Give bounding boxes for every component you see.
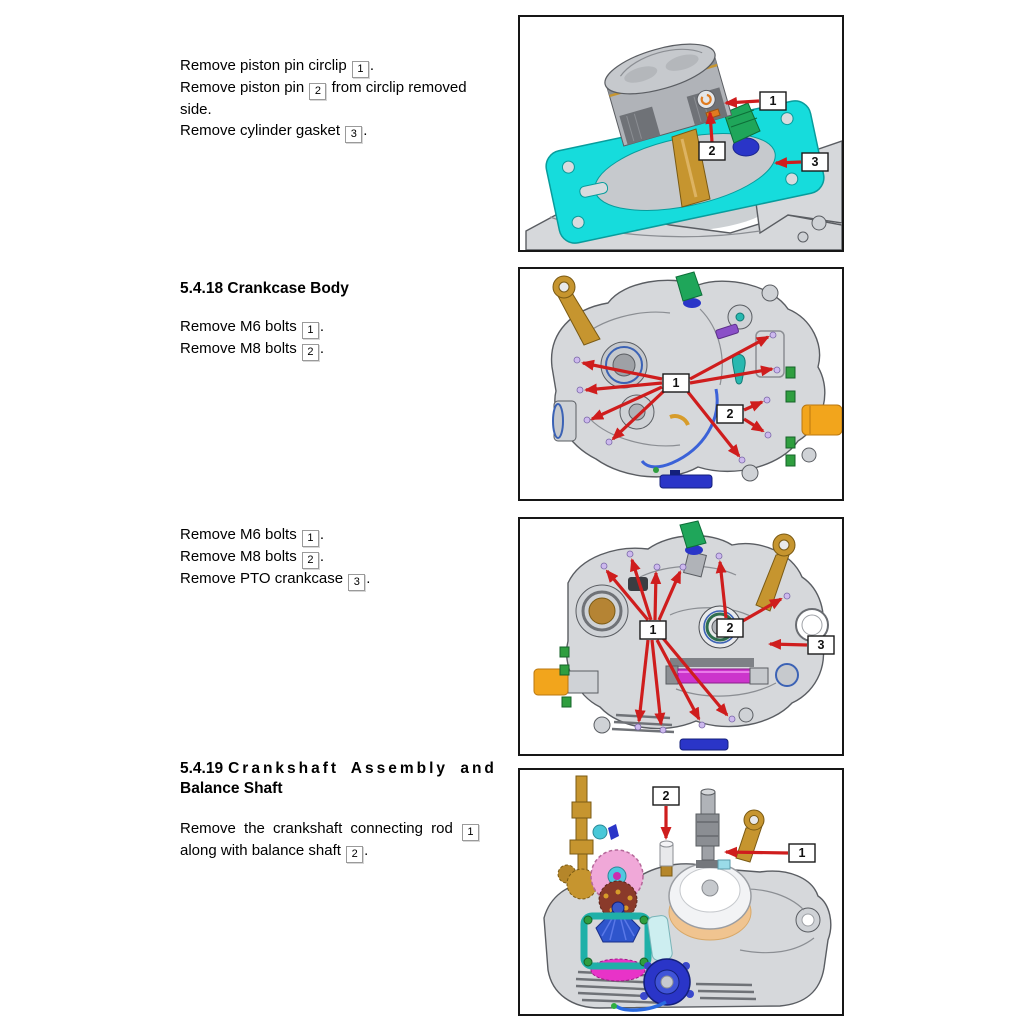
figure-callout-2: 2 — [716, 618, 744, 638]
green-mounts — [785, 366, 796, 467]
step-line: Remove the crankshaft connecting rod 1 — [180, 819, 512, 841]
step-line: Remove PTO crankcase 3. — [180, 569, 512, 591]
blue-bracket — [679, 738, 729, 751]
callout-chip: 1 — [301, 322, 319, 339]
step-text-pto: Remove M6 bolts 1. Remove M8 bolts 2. Re… — [180, 525, 512, 591]
figure-callout-1: 1 — [662, 373, 690, 393]
callout-arrows — [581, 335, 774, 458]
connecting-rod — [552, 275, 601, 346]
output-shaft — [801, 404, 842, 436]
figure-callout-2: 2 — [652, 786, 680, 806]
callout-chip: 1 — [301, 530, 319, 547]
heading-crankcase-body: 5.4.18 Crankcase Body — [180, 280, 349, 297]
step-line: side. — [180, 101, 212, 118]
callout-chip: 1 — [351, 61, 369, 78]
svg-text:1: 1 — [770, 94, 777, 108]
magenta-gear — [590, 958, 646, 982]
callout-chip: 2 — [301, 552, 319, 569]
step-text-crankshaft: Remove the crankshaft connecting rod 1 a… — [180, 819, 512, 863]
svg-text:3: 3 — [818, 638, 825, 652]
balance-shaft — [659, 840, 674, 877]
output-shaft — [533, 668, 599, 696]
purple-fitting — [715, 323, 739, 340]
breather-cap — [675, 271, 703, 308]
callout-arrows — [605, 558, 808, 726]
svg-text:3: 3 — [812, 155, 819, 169]
connecting-rod — [755, 533, 796, 612]
blue-bracket — [653, 467, 713, 489]
figure-callout-3: 3 — [801, 152, 829, 172]
green-mounts — [559, 646, 572, 708]
callout-chip: 2 — [346, 846, 364, 863]
step-line: Remove M6 bolts 1. — [180, 317, 512, 339]
connecting-rod — [717, 809, 765, 870]
bolt-heads — [600, 550, 791, 734]
piston — [604, 43, 733, 147]
figure-pto-crankcase: 1 2 3 — [518, 517, 844, 756]
bolt-heads — [573, 331, 781, 464]
svg-text:1: 1 — [650, 623, 657, 637]
step-line: Remove piston pin circlip 1. — [180, 56, 512, 78]
step-line: Remove cylinder gasket 3. — [180, 121, 512, 143]
blue-cable — [640, 388, 719, 469]
figure-callout-1: 1 — [788, 843, 816, 863]
figure-callout-3: 3 — [807, 635, 835, 655]
figure-crankcase-body: 1 2 — [518, 267, 844, 501]
step-text-piston: Remove piston pin circlip 1. Remove pist… — [180, 56, 512, 143]
callout-chip: 3 — [345, 125, 363, 143]
step-line: Remove M8 bolts 2. — [180, 547, 512, 569]
figure-callout-1: 1 — [759, 91, 787, 111]
callout-chip: 1 — [461, 824, 479, 841]
blue-cover — [611, 958, 694, 1012]
callout-chip: 3 — [348, 574, 366, 591]
breather-cap — [679, 520, 707, 578]
step-line: Remove M6 bolts 1. — [180, 525, 512, 547]
dowel-sensor — [723, 102, 761, 157]
step-line: Remove piston pin 2 from circlip removed — [180, 78, 512, 100]
crankshaft — [668, 788, 752, 941]
figure-crankshaft-balance: 2 1 — [518, 768, 844, 1016]
figure-callout-2: 2 — [716, 404, 744, 424]
svg-text:1: 1 — [673, 376, 680, 390]
svg-text:2: 2 — [709, 144, 716, 158]
svg-text:2: 2 — [663, 789, 670, 803]
callout-arrows — [660, 806, 789, 858]
callout-arrows — [705, 96, 802, 169]
figure-callout-2: 2 — [698, 141, 726, 161]
step-line: along with balance shaft 2. — [180, 841, 512, 863]
callout-chip: 2 — [309, 83, 327, 100]
step-line: Remove M8 bolts 2. — [180, 339, 512, 361]
svg-text:2: 2 — [727, 407, 734, 421]
gear-shaft — [557, 775, 619, 900]
svg-text:1: 1 — [799, 846, 806, 860]
svg-text:2: 2 — [727, 621, 734, 635]
connecting-rod — [671, 128, 711, 208]
figure-piston-gasket: 1 2 3 — [518, 15, 844, 252]
step-text-crankcase: Remove M6 bolts 1. Remove M8 bolts 2. — [180, 317, 512, 361]
callout-chip: 2 — [301, 344, 319, 361]
figure-callout-1: 1 — [639, 620, 667, 640]
